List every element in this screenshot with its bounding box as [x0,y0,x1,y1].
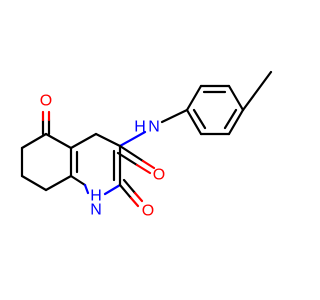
bond [133,191,144,203]
bond [103,183,122,196]
bond [192,108,207,130]
bond [44,132,73,150]
bond [44,174,73,192]
bond [227,84,245,112]
bond [69,174,87,187]
bond [185,84,203,112]
bond [129,196,140,208]
bond [69,132,98,150]
bond [185,108,203,136]
bond [135,163,152,175]
atom-hydrogen-ring: H [90,188,102,205]
atom-oxygen-lactam: O [142,203,154,220]
amide-linkage [116,108,189,175]
bond [83,183,90,195]
bond [118,144,145,163]
atom-nitrogen-ring: N [90,202,102,219]
bond [118,183,133,200]
bond [116,151,139,167]
bond [20,132,48,150]
pyridone-ring [69,132,144,208]
bond [94,132,122,148]
atom-nitrogen-amide: N [148,119,160,136]
bond [118,130,147,148]
bond [20,174,48,192]
molecule-structure: O O O N H N H [20,70,273,220]
tolyl-ring [185,70,273,136]
bond [227,108,245,136]
bond [223,108,238,130]
methyl-bond [241,70,273,112]
cyclohexanone-ring [20,110,73,192]
atom-hydrogen-amide: H [134,119,146,136]
bond [160,108,189,124]
bond [141,159,156,170]
atom-oxygen-ketone: O [40,93,52,110]
bond [122,178,137,195]
atom-oxygen-amide: O [153,167,165,184]
